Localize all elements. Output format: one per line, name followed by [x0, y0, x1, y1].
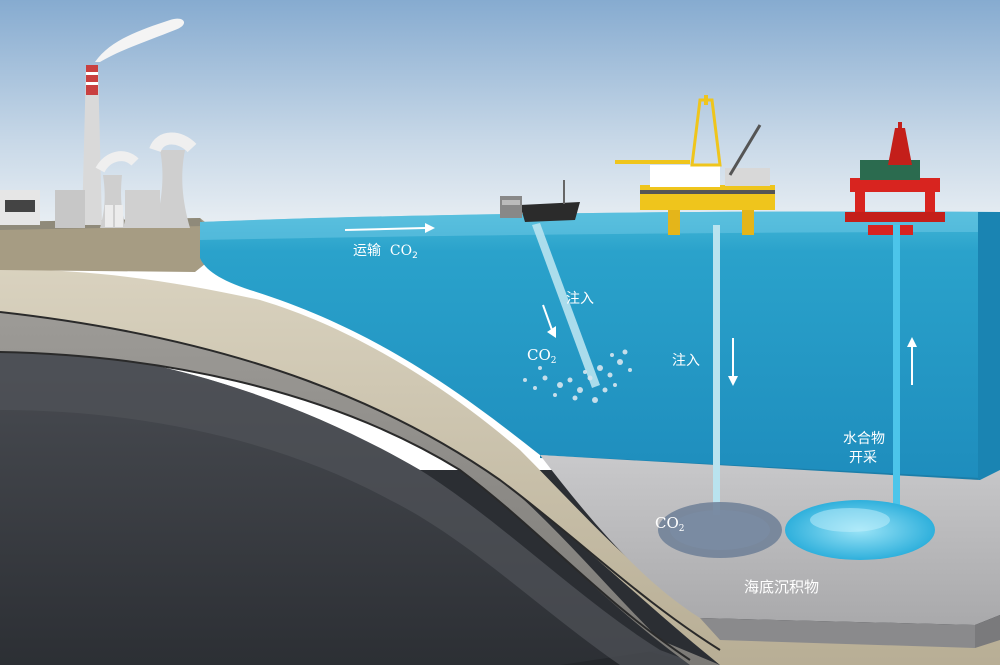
sea-body: [200, 211, 1000, 480]
extract-up-arrow: [907, 337, 917, 385]
sea-side-face: [978, 212, 1000, 480]
co2-seafloor-deposit: [658, 502, 782, 558]
layer-boundary-1: [0, 311, 721, 651]
sediment-side-face: [975, 615, 1000, 648]
bubble-down-arrow: [542, 304, 556, 338]
dark-rock-layer: [0, 345, 660, 665]
beige-rock-layer: [0, 269, 1000, 665]
transport-label: 运输 CO2: [353, 243, 418, 261]
transport-ship: [500, 180, 580, 222]
hydrate-extraction-pipe: [893, 225, 900, 510]
co2-seafloor-label: CO2: [655, 514, 685, 534]
ship-inject-label: 注入: [566, 291, 594, 307]
hydrate-label-line1: 水合物: [843, 431, 885, 447]
injection-platform: [615, 95, 775, 235]
dark-rock-band: [0, 345, 700, 665]
power-plant: [0, 18, 197, 228]
platform-inject-label: 注入: [672, 353, 700, 369]
co2-bubble-label: CO2: [527, 346, 557, 366]
layer-boundary-2: [0, 351, 691, 661]
smoke-plume: [95, 18, 185, 62]
inject-down-arrow: [728, 338, 738, 386]
platform-injection-pipe: [713, 225, 720, 515]
ship-injection-pipe: [532, 223, 600, 388]
transport-arrow: [344, 223, 435, 233]
cooling-tower: [155, 150, 190, 228]
hydrate-label-line2: 开采: [849, 450, 877, 466]
coastal-land: [0, 218, 215, 272]
sea-surface: [200, 211, 1000, 240]
co2-bubble-cloud: [523, 349, 632, 403]
sediment-label: 海底沉积物: [744, 578, 820, 596]
sediment-front-face: [700, 618, 975, 648]
hydrate-deposit: [785, 500, 935, 560]
hydrate-platform: [845, 122, 945, 235]
